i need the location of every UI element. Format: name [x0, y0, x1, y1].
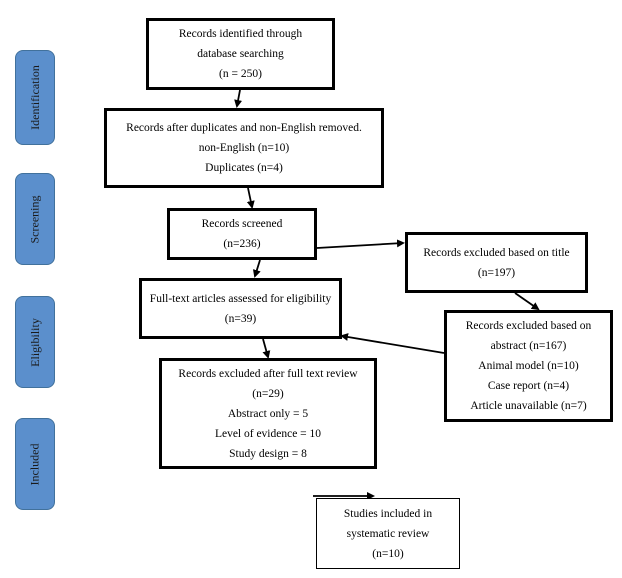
- studies-included-line2: systematic review: [346, 527, 430, 540]
- stage-included: Included: [15, 418, 55, 510]
- records-excluded-abstract-line2: abstract (n=167): [490, 340, 567, 352]
- records-identified-box: Records identified through database sear…: [146, 18, 335, 90]
- records-identified-count: (n = 250): [219, 68, 262, 80]
- arrow-excluded-abstract-to-full-text: [340, 333, 445, 354]
- studies-included-box: Studies included in systematic review (n…: [316, 498, 460, 569]
- records-excluded-title-count: (n=197): [477, 266, 516, 279]
- records-excluded-full-text-line1: Records excluded after full text review: [178, 367, 358, 380]
- full-text-assessed-count: (n=39): [224, 312, 257, 325]
- records-excluded-full-text-box: Records excluded after full text review …: [159, 358, 377, 469]
- records-identified-line2: database searching: [197, 48, 284, 60]
- arrow-screened-to-full-text: [252, 259, 261, 278]
- records-screened-box: Records screened (n=236): [167, 208, 317, 260]
- studies-included-count: (n=10): [372, 547, 404, 560]
- records-after-duplicates-box: Records after duplicates and non-English…: [104, 108, 384, 188]
- records-screened-count: (n=236): [223, 238, 261, 250]
- records-excluded-abstract-line5: Article unavailable (n=7): [470, 400, 587, 412]
- records-excluded-abstract-line4: Case report (n=4): [487, 380, 570, 392]
- records-excluded-abstract-line1: Records excluded based on: [465, 320, 592, 332]
- records-excluded-abstract-box: Records excluded based on abstract (n=16…: [444, 310, 613, 422]
- records-excluded-full-text-line3: Abstract only = 5: [227, 407, 309, 420]
- arrow-full-text-to-excluded-full-text: [262, 338, 271, 359]
- records-excluded-full-text-line4: Level of evidence = 10: [214, 427, 322, 440]
- full-text-assessed-line1: Full-text articles assessed for eligibil…: [149, 292, 332, 305]
- records-screened-line1: Records screened: [201, 218, 283, 230]
- records-excluded-full-text-line5: Study design = 8: [229, 447, 307, 460]
- records-excluded-abstract-line3: Animal model (n=10): [478, 360, 579, 372]
- records-excluded-title-box: Records excluded based on title (n=197): [405, 232, 588, 293]
- records-after-duplicates-line3: Duplicates (n=4): [205, 162, 283, 174]
- records-after-duplicates-line2: non-English (n=10): [198, 142, 290, 154]
- full-text-assessed-box: Full-text articles assessed for eligibil…: [139, 278, 342, 339]
- records-excluded-full-text-count: (n=29): [252, 387, 284, 400]
- arrow-identified-to-after-duplicates: [234, 89, 243, 108]
- records-excluded-title-line1: Records excluded based on title: [423, 246, 570, 259]
- records-after-duplicates-line1: Records after duplicates and non-English…: [126, 122, 362, 134]
- stage-eligibility: Eligibility: [15, 296, 55, 388]
- records-identified-line1: Records identified through: [178, 28, 303, 40]
- arrow-excluded-title-to-excluded-abstract: [514, 292, 540, 311]
- stage-screening: Screening: [15, 173, 55, 265]
- arrow-screened-to-excluded-title: [316, 239, 405, 249]
- studies-included-line1: Studies included in: [343, 507, 433, 520]
- stage-identification: Identification: [15, 50, 55, 145]
- arrow-after-duplicates-to-screened: [246, 187, 255, 209]
